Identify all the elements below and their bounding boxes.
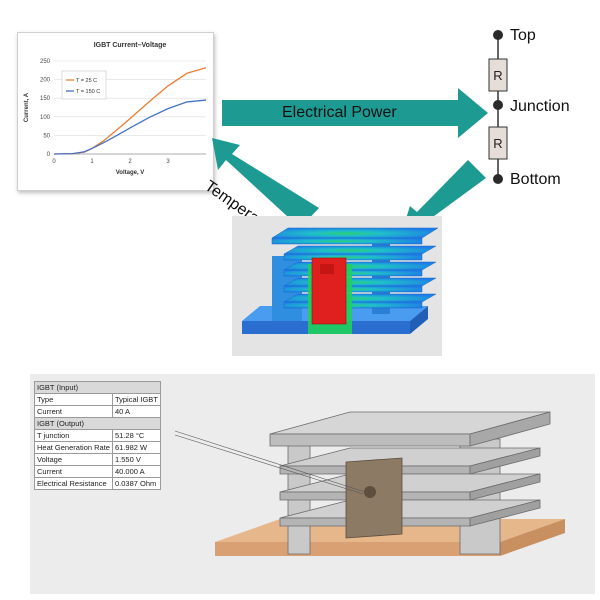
y-tick-label: 200 (40, 78, 51, 84)
row-label: T junction (34, 429, 113, 442)
y-tick-label: 50 (43, 133, 50, 139)
row-label: Type (34, 393, 113, 406)
junction-node (493, 100, 503, 110)
table-row: Electrical Resistance 0.0387 Ohm (34, 477, 161, 490)
x-tick-label: 2 (128, 159, 132, 165)
table-row: Type Typical IGBT (34, 393, 161, 406)
heatsink-thermal-render (232, 216, 442, 356)
y-tick-label: 250 (40, 59, 51, 65)
bottom-label: Bottom (510, 171, 561, 188)
legend-label-1: T = 150 C (76, 89, 100, 95)
top-label: Top (510, 27, 536, 44)
table-row: Voltage 1.550 V (34, 453, 161, 466)
results-panel: IGBT (Input) Type Typical IGBT Current 4… (30, 374, 595, 594)
igbt-module (345, 457, 403, 539)
row-value: 51.28 °C (111, 429, 161, 442)
bottom-node (493, 174, 503, 184)
row-label: Electrical Resistance (34, 477, 113, 490)
iv-chart: IGBT Current–Voltage 0 50 100 150 200 250 0 1 2 3V… (24, 42, 207, 176)
y-axis-label: Current, A (24, 92, 30, 122)
series-line-1 (53, 99, 207, 155)
igbt-results-table: IGBT (Input) Type Typical IGBT Current 4… (34, 381, 161, 490)
x-tick-label: 1 (90, 159, 94, 165)
x-axis-label: Voltage, V (116, 170, 145, 176)
row-label: Voltage (34, 453, 113, 466)
x-tick-label: 3 (166, 159, 170, 165)
temperature-arrow (212, 138, 319, 228)
table-row: Current 40.000 A (34, 465, 161, 478)
row-value: 1.550 V (111, 453, 161, 466)
electrical-power-arrow (222, 88, 488, 138)
y-tick-label: 0 (47, 152, 51, 158)
table-section-header: IGBT (Output) (34, 417, 161, 430)
row-value: 61.982 W (111, 441, 161, 454)
resistor-lower (488, 126, 508, 160)
electrical-power-label: Electrical Power (282, 104, 397, 121)
chart-title: IGBT Current–Voltage (94, 42, 167, 49)
row-label: Current (34, 405, 113, 418)
input-header: IGBT (Input) (34, 381, 161, 394)
heat-flow-arrow (403, 160, 486, 230)
row-value: 0.0387 Ohm (111, 477, 161, 490)
heatsink-model-render (174, 411, 565, 556)
x-tick-label: 0 (52, 159, 56, 165)
row-label: Current (34, 465, 113, 478)
row-value: Typical IGBT (111, 393, 161, 406)
table-row: T junction 51.28 °C (34, 429, 161, 442)
resistor-network: R R (488, 30, 508, 184)
resistor-upper (488, 58, 508, 92)
table-section-header: IGBT (Input) (34, 381, 161, 394)
row-value: 40.000 A (111, 465, 161, 478)
table-row: Current 40 A (34, 405, 161, 418)
row-label: Heat Generation Rate (34, 441, 113, 454)
output-header: IGBT (Output) (34, 417, 161, 430)
legend-label-0: T = 25 C (76, 78, 97, 84)
resistor-lower-symbol: R (493, 136, 502, 151)
y-tick-label: 100 (40, 115, 51, 121)
y-tick-label: 150 (40, 96, 51, 102)
top-node (493, 30, 503, 40)
legend-box (61, 70, 107, 100)
junction-label: Junction (510, 98, 570, 115)
row-value: 40 A (111, 405, 161, 418)
table-row: Heat Generation Rate 61.982 W (34, 441, 161, 454)
resistor-upper-symbol: R (493, 68, 502, 83)
